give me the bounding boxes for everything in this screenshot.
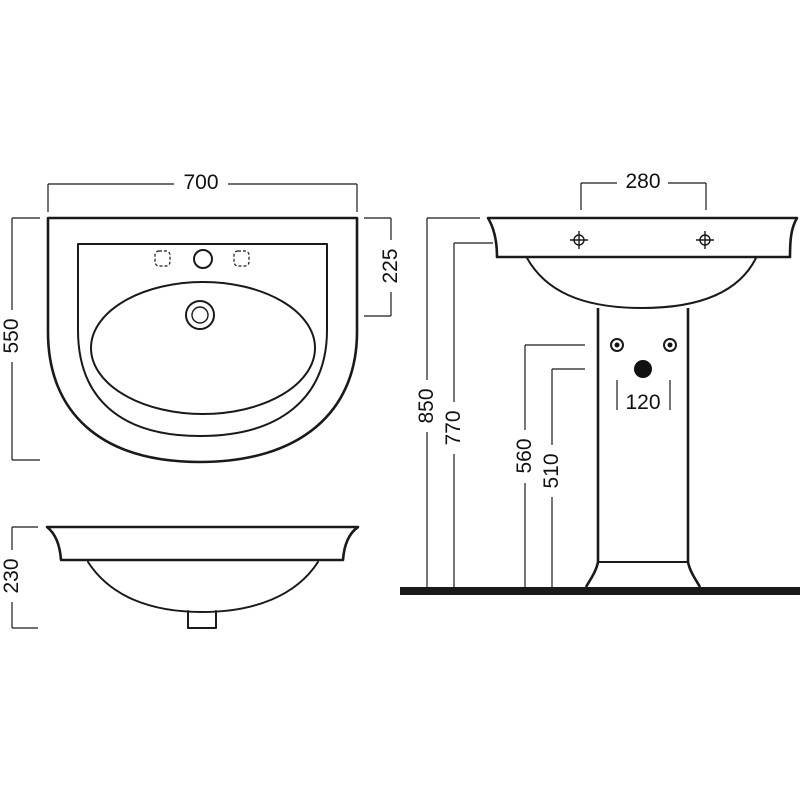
tap-zone-label: 225: [379, 248, 402, 283]
fixing-high-dimension: 560: [513, 344, 585, 587]
plug-hole-inner: [191, 306, 209, 324]
plug-hole-outer: [185, 300, 215, 330]
basin-outer-outline: [46, 216, 359, 464]
left-tap-marker: [570, 231, 588, 249]
right-tap-knockout: [233, 250, 250, 267]
left-fixing-hole: [610, 338, 624, 352]
tap-zone-dimension: 225: [364, 217, 402, 317]
floor-line: [400, 587, 800, 595]
bowl-oval: [90, 281, 316, 415]
waste-outlet: [187, 610, 217, 629]
waste-spacing-label: 120: [625, 391, 660, 414]
left-fixing-dot: [614, 342, 620, 348]
rim-height-label: 770: [442, 410, 465, 445]
width-dimension: 700: [47, 171, 358, 212]
fixing-low-label: 510: [540, 453, 563, 488]
front-basin-rim: [486, 216, 799, 259]
side-view: 230: [0, 525, 360, 629]
depth-label: 550: [0, 318, 23, 353]
right-tap-marker: [696, 231, 714, 249]
left-tap-knockout: [154, 250, 171, 267]
basin-side-profile: [45, 525, 360, 562]
depth-dimension: 550: [0, 217, 40, 461]
fixing-high-label: 560: [513, 438, 536, 473]
pedestal-column: [584, 308, 702, 588]
waste-spacing-dimension: 120: [616, 380, 671, 414]
right-fixing-dot: [667, 342, 673, 348]
side-height-label: 230: [0, 558, 23, 593]
tap-spacing-dimension: 280: [580, 170, 707, 210]
waste-outlet-hole: [634, 360, 652, 378]
right-fixing-hole: [663, 338, 677, 352]
tap-spacing-label: 280: [625, 170, 660, 193]
basin-inner-outline: [77, 243, 328, 437]
bowl-underside: [87, 561, 319, 613]
total-height-label: 850: [415, 388, 438, 423]
fixing-low-dimension: 510: [540, 368, 585, 587]
center-tap-hole: [193, 249, 213, 269]
front-bowl: [526, 257, 757, 309]
plan-view: 700 550 225: [0, 171, 402, 464]
width-label: 700: [183, 171, 218, 194]
front-view: 120 280 850 770 560: [400, 170, 800, 595]
rim-height-dimension: 770: [442, 242, 493, 587]
side-height-dimension: 230: [0, 526, 38, 629]
total-height-dimension: 850: [415, 217, 480, 587]
